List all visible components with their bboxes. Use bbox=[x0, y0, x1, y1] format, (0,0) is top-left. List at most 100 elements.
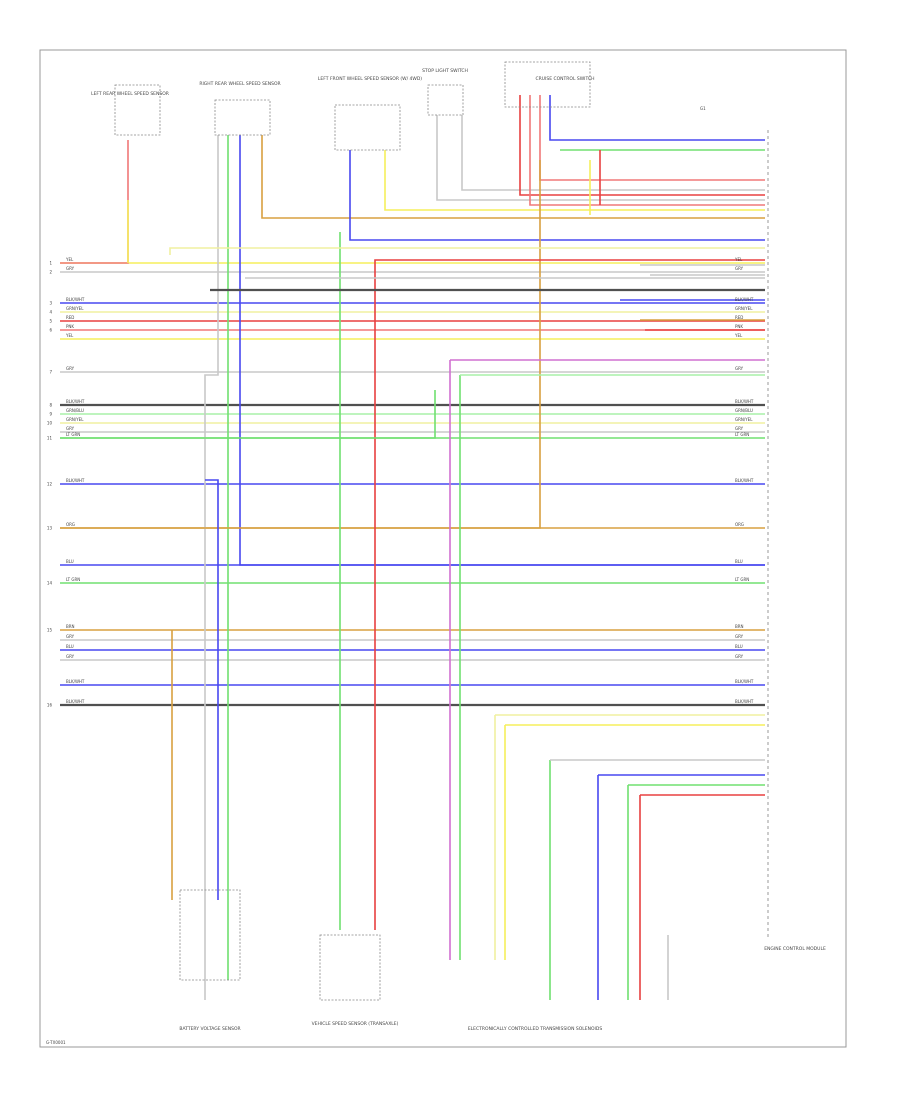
wire-label-25: LT GRN bbox=[66, 432, 80, 437]
pin-label: 7 bbox=[49, 370, 52, 375]
battery-voltage-sensor-outline bbox=[179, 889, 241, 981]
footer-code: G-TX0001 bbox=[46, 1040, 66, 1045]
mid-sensor-outline bbox=[334, 104, 401, 151]
wire-label-27: BLK/WHT bbox=[66, 478, 85, 483]
wire-label-3: GRY bbox=[66, 266, 75, 271]
pin-label: 2 bbox=[49, 270, 52, 275]
wire-label-18: BLK/WHT bbox=[735, 399, 754, 404]
component-label-control-switch: CRUISE CONTROL SWITCH bbox=[535, 76, 594, 82]
front-sensor-outline bbox=[214, 99, 271, 136]
control-switch-outline bbox=[504, 61, 591, 108]
wire-46 bbox=[169, 247, 765, 255]
wire-label-16: GRY bbox=[735, 366, 744, 371]
wire-31 bbox=[384, 150, 765, 211]
wire-33 bbox=[461, 115, 765, 191]
wire-label-13: YEL bbox=[65, 333, 74, 338]
wire-label-9: RED bbox=[66, 315, 74, 320]
wires-layer bbox=[60, 95, 765, 1000]
wire-label-37: GRY bbox=[66, 634, 75, 639]
wire-label-36: BRN bbox=[735, 624, 744, 629]
wire-label-8: GRN/YEL bbox=[735, 306, 753, 311]
wire-label-40: BLU bbox=[735, 644, 743, 649]
wire-label-23: GRY bbox=[66, 426, 75, 431]
labels-layer: YEL YEL GRY GRY BLK/WHT BLK/WHT GRN/YEL GRN/YEL… bbox=[47, 257, 754, 708]
wire-28 bbox=[239, 135, 765, 566]
wire-35 bbox=[529, 95, 765, 206]
wire-label-1: YEL bbox=[65, 257, 74, 262]
wire-label-14: YEL bbox=[734, 333, 743, 338]
wire-label-28: BLK/WHT bbox=[735, 478, 754, 483]
component-label-front-sensor: RIGHT REAR WHEEL SPEED SENSOR bbox=[199, 81, 280, 87]
wire-65 bbox=[60, 390, 436, 439]
component-label-bottom-left: BATTERY VOLTAGE SENSOR bbox=[179, 1026, 240, 1032]
pin-label: 13 bbox=[47, 526, 53, 531]
wire-label-10: RED bbox=[735, 315, 743, 320]
pin-label: 10 bbox=[47, 421, 53, 426]
wire-label-43: BLK/WHT bbox=[66, 679, 85, 684]
wire-label-41: GRY bbox=[66, 654, 75, 659]
wire-label-20: GRN/BLU bbox=[735, 408, 753, 413]
wire-label-26: LT GRN bbox=[735, 432, 749, 437]
wire-label-5: BLK/WHT bbox=[66, 297, 85, 302]
pin-label: 11 bbox=[47, 436, 53, 441]
pin-label: 1 bbox=[49, 261, 52, 266]
component-label-ecm: ENGINE CONTROL MODULE bbox=[764, 946, 826, 952]
wire-26 bbox=[204, 135, 219, 1000]
wire-label-4: GRY bbox=[735, 266, 744, 271]
wire-30 bbox=[349, 150, 765, 241]
component-label-bottom-mid: VEHICLE SPEED SENSOR (TRANSAXLE) bbox=[312, 1021, 399, 1027]
wire-label-12: PNK bbox=[735, 324, 743, 329]
vehicle-speed-sensor-outline bbox=[319, 934, 381, 1001]
pin-label: 9 bbox=[49, 412, 52, 417]
wire-label-39: BLU bbox=[66, 644, 74, 649]
pin-label: 15 bbox=[47, 628, 53, 633]
pin-label: 16 bbox=[47, 703, 53, 708]
wire-label-42: GRY bbox=[735, 654, 744, 659]
wire-29 bbox=[261, 135, 765, 219]
component-label-small-switch: STOP LIGHT SWITCH bbox=[422, 68, 468, 74]
component-label-mid-sensor: LEFT FRONT WHEEL SPEED SENSOR (W/ 4WD) bbox=[318, 76, 422, 82]
diagram-border bbox=[39, 49, 847, 1048]
small-switch-outline bbox=[427, 84, 464, 116]
ground-reference: G1 bbox=[700, 106, 706, 111]
component-label-top-left: LEFT REAR WHEEL SPEED SENSOR bbox=[91, 91, 169, 97]
pin-label: 12 bbox=[47, 482, 53, 487]
top-left-sensor-outline bbox=[114, 84, 161, 136]
wire-label-7: GRN/YEL bbox=[66, 306, 84, 311]
component-label-bottom-right: ELECTRONICALLY CONTROLLED TRANSMISSION S… bbox=[468, 1026, 603, 1032]
wire-label-45: BLK/WHT bbox=[66, 699, 85, 704]
wire-24 bbox=[60, 140, 129, 264]
wire-label-6: BLK/WHT bbox=[735, 297, 754, 302]
wire-39 bbox=[60, 160, 541, 529]
wire-43 bbox=[374, 259, 765, 930]
pin-label: 14 bbox=[47, 581, 53, 586]
components-layer bbox=[114, 61, 769, 1001]
wire-label-15: GRY bbox=[66, 366, 75, 371]
wire-label-30: ORG bbox=[735, 522, 744, 527]
wire-label-32: BLU bbox=[735, 559, 743, 564]
pin-label: 4 bbox=[49, 310, 52, 315]
wire-48 bbox=[205, 479, 219, 900]
wire-label-35: BRN bbox=[66, 624, 75, 629]
wire-label-29: ORG bbox=[66, 522, 75, 527]
wire-label-31: BLU bbox=[66, 559, 74, 564]
wire-32 bbox=[436, 115, 765, 201]
wire-label-11: PNK bbox=[66, 324, 74, 329]
wire-label-46: BLK/WHT bbox=[735, 699, 754, 704]
wire-label-2: YEL bbox=[734, 257, 743, 262]
wire-label-24: GRY bbox=[735, 426, 744, 431]
wire-label-22: GRN/YEL bbox=[735, 417, 753, 422]
wire-label-44: BLK/WHT bbox=[735, 679, 754, 684]
pin-label: 5 bbox=[49, 319, 52, 324]
pin-label: 3 bbox=[49, 301, 52, 306]
wire-label-19: GRN/BLU bbox=[66, 408, 84, 413]
wire-label-34: LT GRN bbox=[735, 577, 749, 582]
wire-37 bbox=[549, 95, 765, 141]
wire-36 bbox=[539, 95, 765, 181]
wire-label-21: GRN/YEL bbox=[66, 417, 84, 422]
wire-label-38: GRY bbox=[735, 634, 744, 639]
wire-label-33: LT GRN bbox=[66, 577, 80, 582]
pin-label: 8 bbox=[49, 403, 52, 408]
pin-label: 6 bbox=[49, 328, 52, 333]
